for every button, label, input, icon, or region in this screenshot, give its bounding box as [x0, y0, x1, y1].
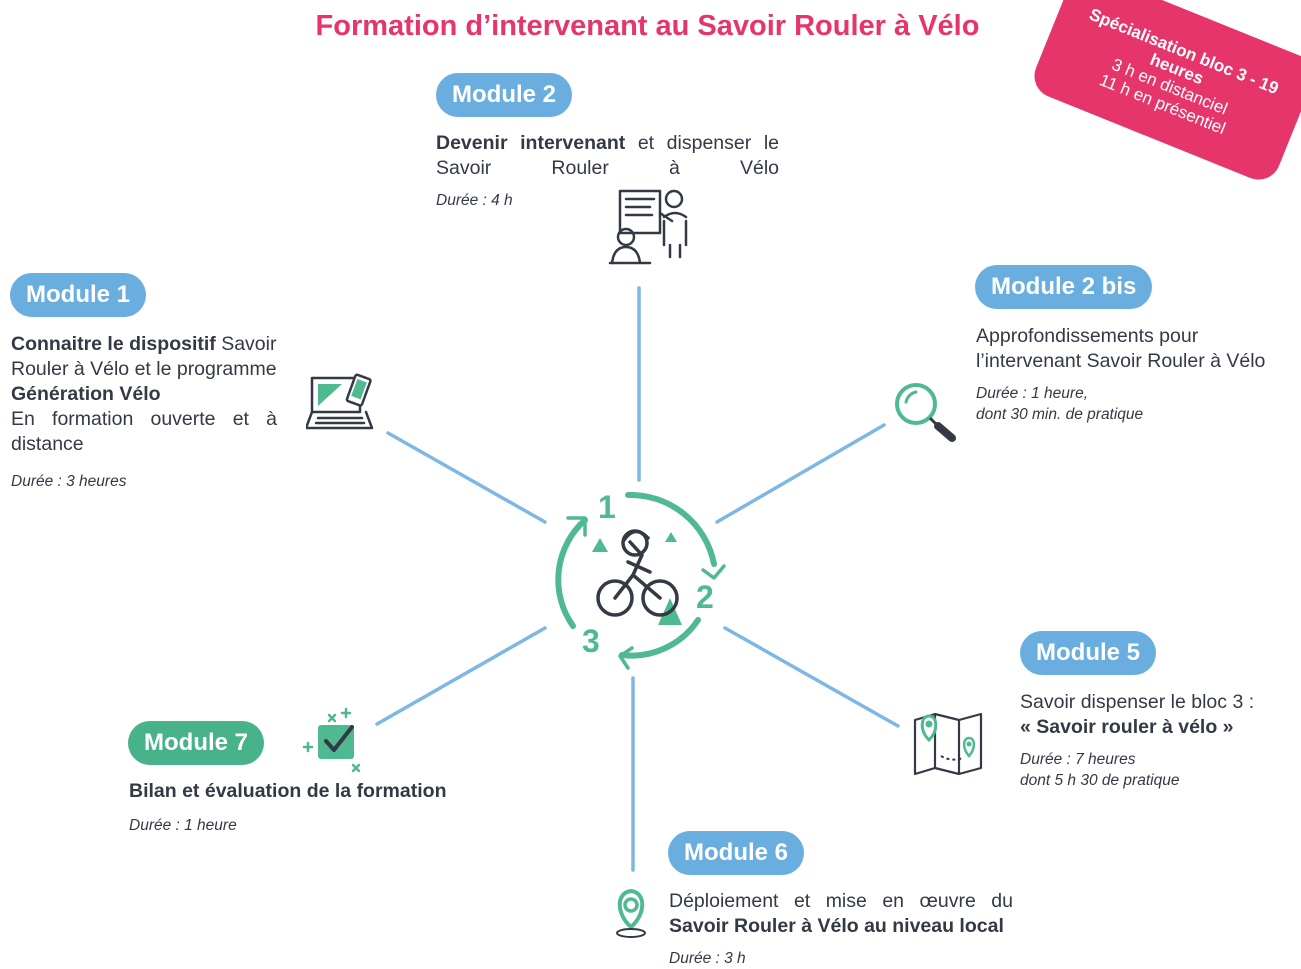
module-2-text: et dispenser le Savoir Rouler à Vélo: [436, 132, 779, 179]
checkbox-icon: [302, 707, 361, 773]
module-2-title: Devenir intervenant: [436, 132, 626, 154]
module-2bis-duration-detail: dont 30 min. de pratique: [976, 406, 1144, 423]
connector-module-5: [723, 626, 900, 728]
module-2-duration: Durée : 4 h: [436, 192, 513, 209]
page-title: Formation d’intervenant au Savoir Rouler…: [315, 10, 980, 42]
laptop-phone-icon: [306, 373, 374, 430]
module-5-duration-detail: dont 5 h 30 de pratique: [1020, 772, 1180, 789]
module-7-description: Bilan et évaluation de la formation: [129, 780, 447, 802]
module-7-pill: Module 7: [128, 721, 265, 765]
connector-module-2bis: [715, 423, 886, 524]
cycle-step-3: 3: [582, 623, 600, 659]
map-icon: [913, 712, 983, 776]
module-5-pill: Module 5: [1020, 631, 1157, 675]
cycle-step-1: 1: [598, 489, 616, 525]
trainer-icon: [608, 189, 688, 265]
module-1-duration: Durée : 3 heures: [11, 473, 127, 490]
module-2bis-description: Approfondissements pour l’intervenant Sa…: [976, 325, 1266, 372]
module-2-pill: Module 2: [436, 73, 573, 117]
module-7-duration: Durée : 1 heure: [129, 817, 237, 834]
module-6-duration: Durée : 3 h: [669, 950, 746, 967]
module-2bis-duration: Durée : 1 heure,: [976, 385, 1089, 402]
module-5-bloc-title: « Savoir rouler à vélo »: [1020, 716, 1234, 738]
module-1-programme: Génération Vélo: [11, 383, 161, 405]
module-1-description: Connaitre le dispositif Savoir Rouler à …: [11, 332, 277, 457]
module-1-pill: Module 1: [10, 273, 147, 317]
module-6-local-title: Savoir Rouler à Vélo au niveau local: [669, 915, 1004, 937]
location-pin-icon: [616, 889, 646, 938]
connector-module-1: [386, 431, 547, 524]
module-1-title: Connaitre le dispositif: [11, 333, 216, 355]
module-2-description: Devenir intervenant et dispenser le Savo…: [436, 131, 779, 181]
module-2bis-pill: Module 2 bis: [975, 265, 1153, 309]
connector-module-7: [375, 626, 547, 726]
module-6-pill: Module 6: [668, 831, 805, 875]
cyclist-cycle-icon: 1 2 3: [555, 489, 726, 670]
module-5-description: Savoir dispenser le bloc 3 :: [1020, 691, 1255, 713]
module-6-description: Déploiement et mise en œuvre du: [669, 890, 1013, 912]
cycle-step-2: 2: [696, 579, 714, 615]
module-1-mode: En formation ouverte et à distance: [11, 408, 277, 455]
module-1-text: Savoir Rouler à Vélo et le programme: [11, 333, 277, 380]
magnifier-icon: [895, 383, 956, 442]
module-5-duration: Durée : 7 heures: [1020, 751, 1136, 768]
